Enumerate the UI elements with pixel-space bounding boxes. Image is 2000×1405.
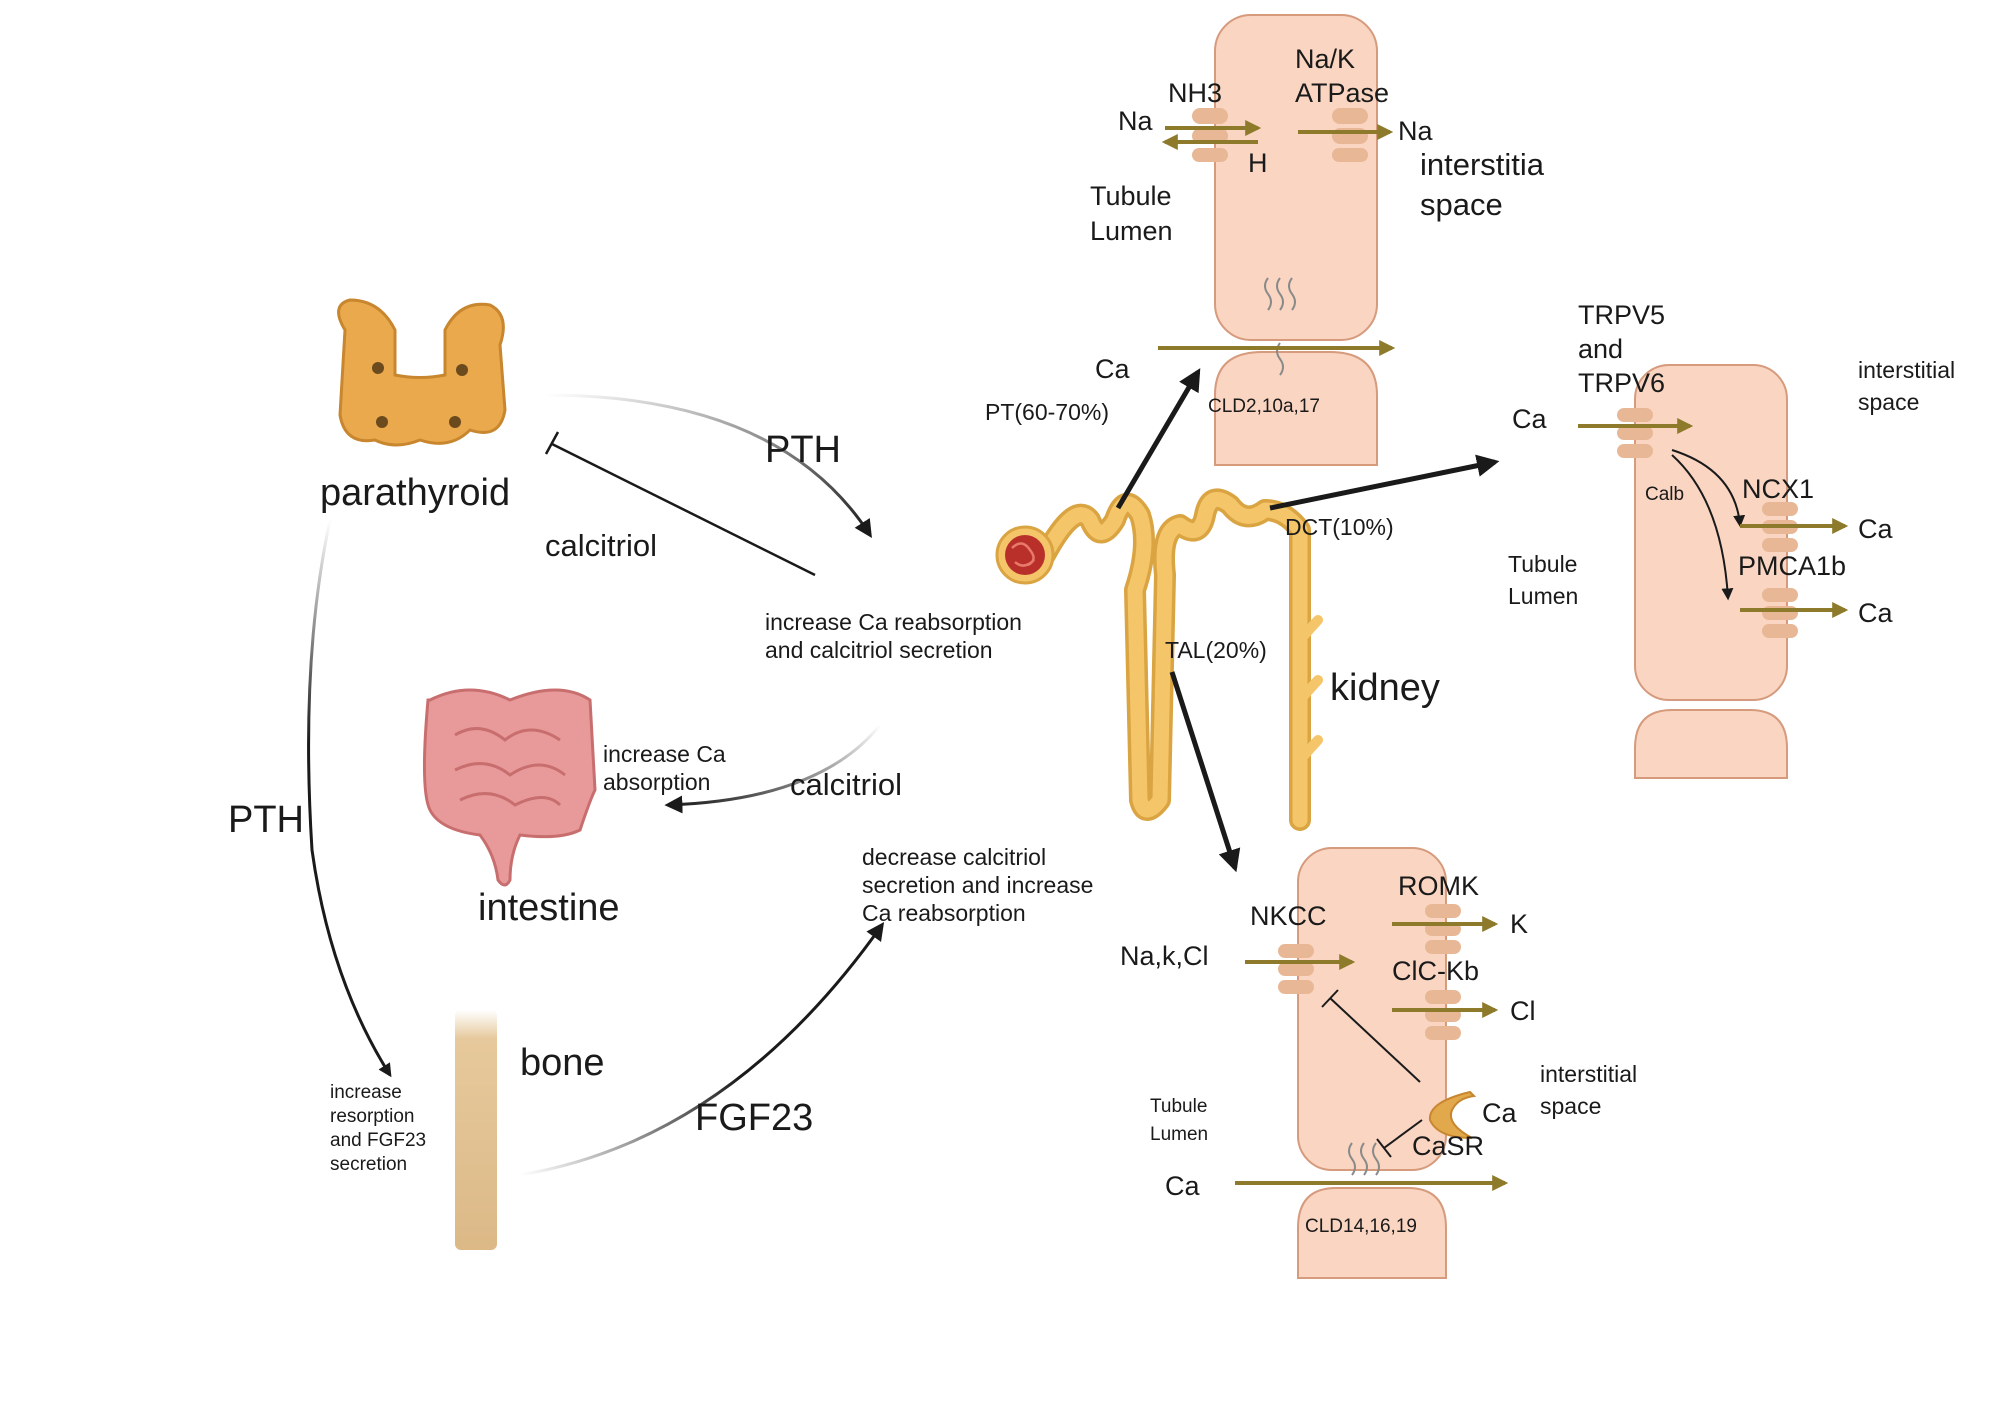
tal-lumen-label: Tubule — [1150, 1096, 1207, 1117]
fgf23-effect-text: secretion and increase — [862, 872, 1093, 898]
trpv-label: TRPV6 — [1578, 368, 1665, 398]
intestine-icon — [422, 688, 597, 887]
casr-inhibits-claudin-line — [1383, 1119, 1423, 1149]
pt-na-left: Na — [1118, 106, 1153, 136]
pth-bone-label: PTH — [228, 799, 304, 841]
tal-interstitial-label: interstitial — [1540, 1061, 1637, 1087]
bone-effect-text: increase — [330, 1082, 402, 1103]
calb-arrow-pmca — [1671, 454, 1734, 601]
pt-ca-label: Ca — [1095, 354, 1130, 384]
dct-interstitial-label: space — [1858, 389, 1919, 415]
pt-cell — [1158, 14, 1396, 466]
tal-segment-label: TAL(20%) — [1165, 637, 1267, 663]
k-label: K — [1510, 909, 1528, 939]
fgf23-effect-text: decrease calcitriol — [862, 844, 1046, 870]
calb-label: Calb — [1645, 484, 1684, 505]
tal-lumen-label: Lumen — [1150, 1124, 1208, 1145]
inhibition-bar-icon — [1376, 1138, 1392, 1158]
pt-lumen-label: Lumen — [1090, 216, 1173, 246]
tal-cell — [1235, 847, 1509, 1279]
casr-receptor-icon — [1428, 1090, 1477, 1139]
trpv-label: TRPV5 — [1578, 300, 1665, 330]
kidney-label: kidney — [1330, 667, 1440, 709]
calcitriol-feedback-line — [551, 442, 816, 577]
casr-label: CaSR — [1412, 1131, 1484, 1161]
pt-lumen-label: Tubule — [1090, 181, 1172, 211]
claudin-icon — [1264, 277, 1296, 376]
tal-arrow — [1169, 671, 1241, 873]
nh3-label: NH3 — [1168, 78, 1222, 108]
dct-arrow — [1269, 454, 1500, 511]
dct-interstitial-label: interstitial — [1858, 357, 1955, 383]
fgf23-arrow — [519, 922, 885, 1177]
casr-inhibits-nkcc-line — [1329, 997, 1421, 1083]
parathyroid-label: parathyroid — [320, 472, 510, 514]
inhibition-bar-icon — [1321, 989, 1339, 1008]
nephron-icon — [1034, 488, 1323, 831]
ncx1-label: NCX1 — [1742, 474, 1814, 504]
pt-interstitia-label: interstitia — [1420, 147, 1545, 182]
dct-lumen-label: Tubule — [1508, 551, 1577, 577]
dct-ca-in: Ca — [1512, 404, 1547, 434]
cl-label: Cl — [1510, 996, 1536, 1026]
pth-to-bone-arrow — [307, 519, 392, 1078]
dct-ca-ncx: Ca — [1858, 514, 1893, 544]
dct-cell — [1578, 364, 1849, 779]
kidney-effect-text: increase Ca reabsorption — [765, 609, 1022, 635]
calb-arrow-ncx — [1671, 449, 1746, 528]
kidney-effect-text: and calcitriol secretion — [765, 637, 993, 663]
pth-to-kidney-arrow — [544, 393, 872, 539]
tal-claudins-label: CLD14,16,19 — [1305, 1216, 1417, 1237]
nak-atpase-label: ATPase — [1295, 78, 1389, 108]
nkcc-label: NKCC — [1250, 901, 1327, 931]
bone-effect-text: secretion — [330, 1154, 407, 1175]
bone-effect-text: resorption — [330, 1106, 415, 1127]
claudin-icon — [1348, 1142, 1380, 1176]
inhibition-bar-icon — [544, 431, 560, 455]
bone-label: bone — [520, 1042, 605, 1084]
pt-segment-label: PT(60-70%) — [985, 399, 1109, 425]
dct-ca-pmca: Ca — [1858, 598, 1893, 628]
tal-ca-label: Ca — [1165, 1171, 1200, 1201]
fgf23-effect-text: Ca reabsorption — [862, 900, 1026, 926]
dct-segment-label: DCT(10%) — [1285, 514, 1394, 540]
nakcl-label: Na,k,Cl — [1120, 941, 1209, 971]
glomerulus-icon — [995, 525, 1055, 585]
pt-na-right: Na — [1398, 116, 1433, 146]
bone-icon — [455, 1010, 497, 1250]
clckb-label: ClC-Kb — [1392, 956, 1479, 986]
pmca-label: PMCA1b — [1738, 551, 1846, 581]
tal-interstitial-label: space — [1540, 1093, 1601, 1119]
pt-arrow — [1115, 368, 1201, 510]
pt-claudins-label: CLD2,10a,17 — [1208, 396, 1320, 417]
bone-effect-text: and FGF23 — [330, 1130, 426, 1151]
h-label: H — [1248, 148, 1268, 178]
pth-kidney-label: PTH — [765, 429, 841, 471]
romk-label: ROMK — [1398, 871, 1479, 901]
pt-interstitia-label: space — [1420, 187, 1503, 222]
calcitriol-to-intestine-arrow — [664, 724, 882, 814]
calcitriol-intestine-label: calcitriol — [790, 767, 902, 802]
parathyroid-gland-icon — [337, 298, 507, 447]
intestine-label: intestine — [478, 887, 620, 929]
trpv-label: and — [1578, 334, 1623, 364]
intestine-effect-text: absorption — [603, 769, 710, 795]
calcitriol-feedback-label: calcitriol — [545, 528, 657, 563]
fgf23-label: FGF23 — [695, 1097, 813, 1139]
dct-lumen-label: Lumen — [1508, 583, 1578, 609]
nak-atpase-label: Na/K — [1295, 44, 1355, 74]
intestine-effect-text: increase Ca — [603, 741, 726, 767]
casr-ca-label: Ca — [1482, 1098, 1517, 1128]
